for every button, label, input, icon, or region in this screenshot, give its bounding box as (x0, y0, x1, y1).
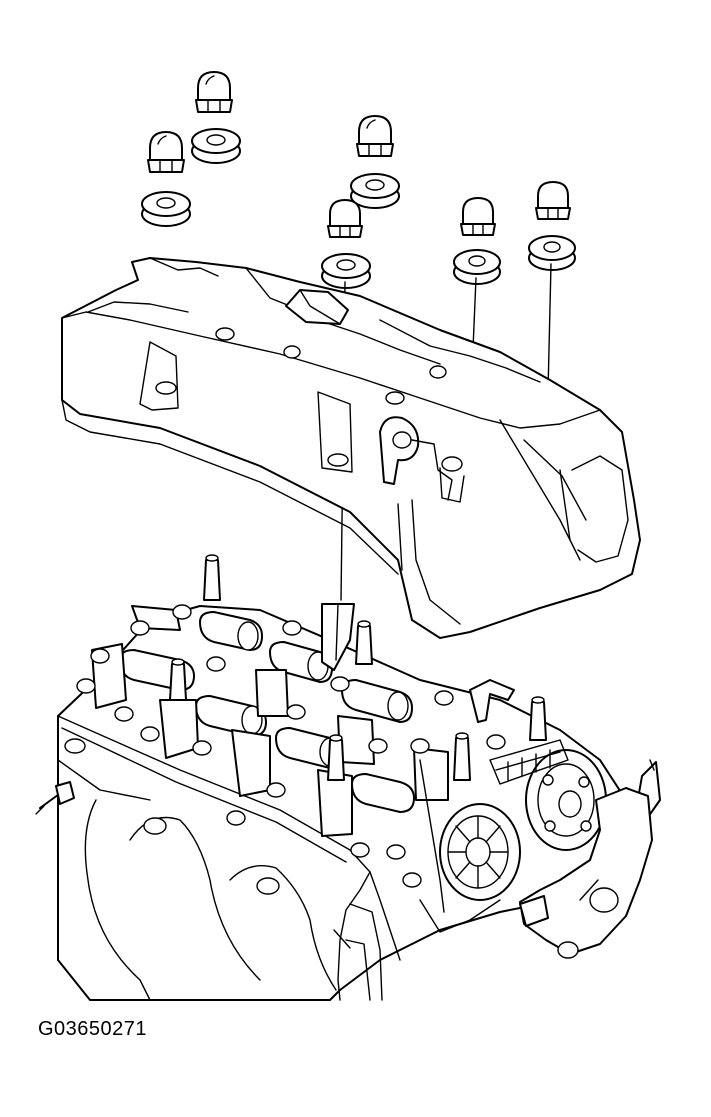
washer (454, 250, 500, 284)
cap-nuts-group (142, 72, 575, 288)
bolt-heads (77, 605, 505, 887)
washer (529, 236, 575, 270)
cam-caps (92, 606, 448, 836)
washer (142, 192, 190, 226)
cam-sprocket (440, 804, 520, 900)
cap-nut (357, 116, 393, 156)
cylinder-head (36, 555, 660, 1000)
camshaft-exhaust (196, 696, 414, 812)
timing-cover-bracket (520, 788, 652, 958)
washer (192, 129, 240, 163)
cap-nut (148, 132, 184, 172)
cap-nut (461, 198, 495, 235)
cap-nut (536, 182, 570, 219)
cap-nut (196, 72, 232, 112)
timing-chain-guide (420, 680, 568, 932)
figure-code: G03650271 (38, 1018, 148, 1040)
valve-cover (62, 258, 640, 638)
cam-sprocket (526, 750, 606, 850)
cap-nut (328, 200, 362, 237)
washer (351, 174, 399, 208)
washer (322, 254, 370, 288)
